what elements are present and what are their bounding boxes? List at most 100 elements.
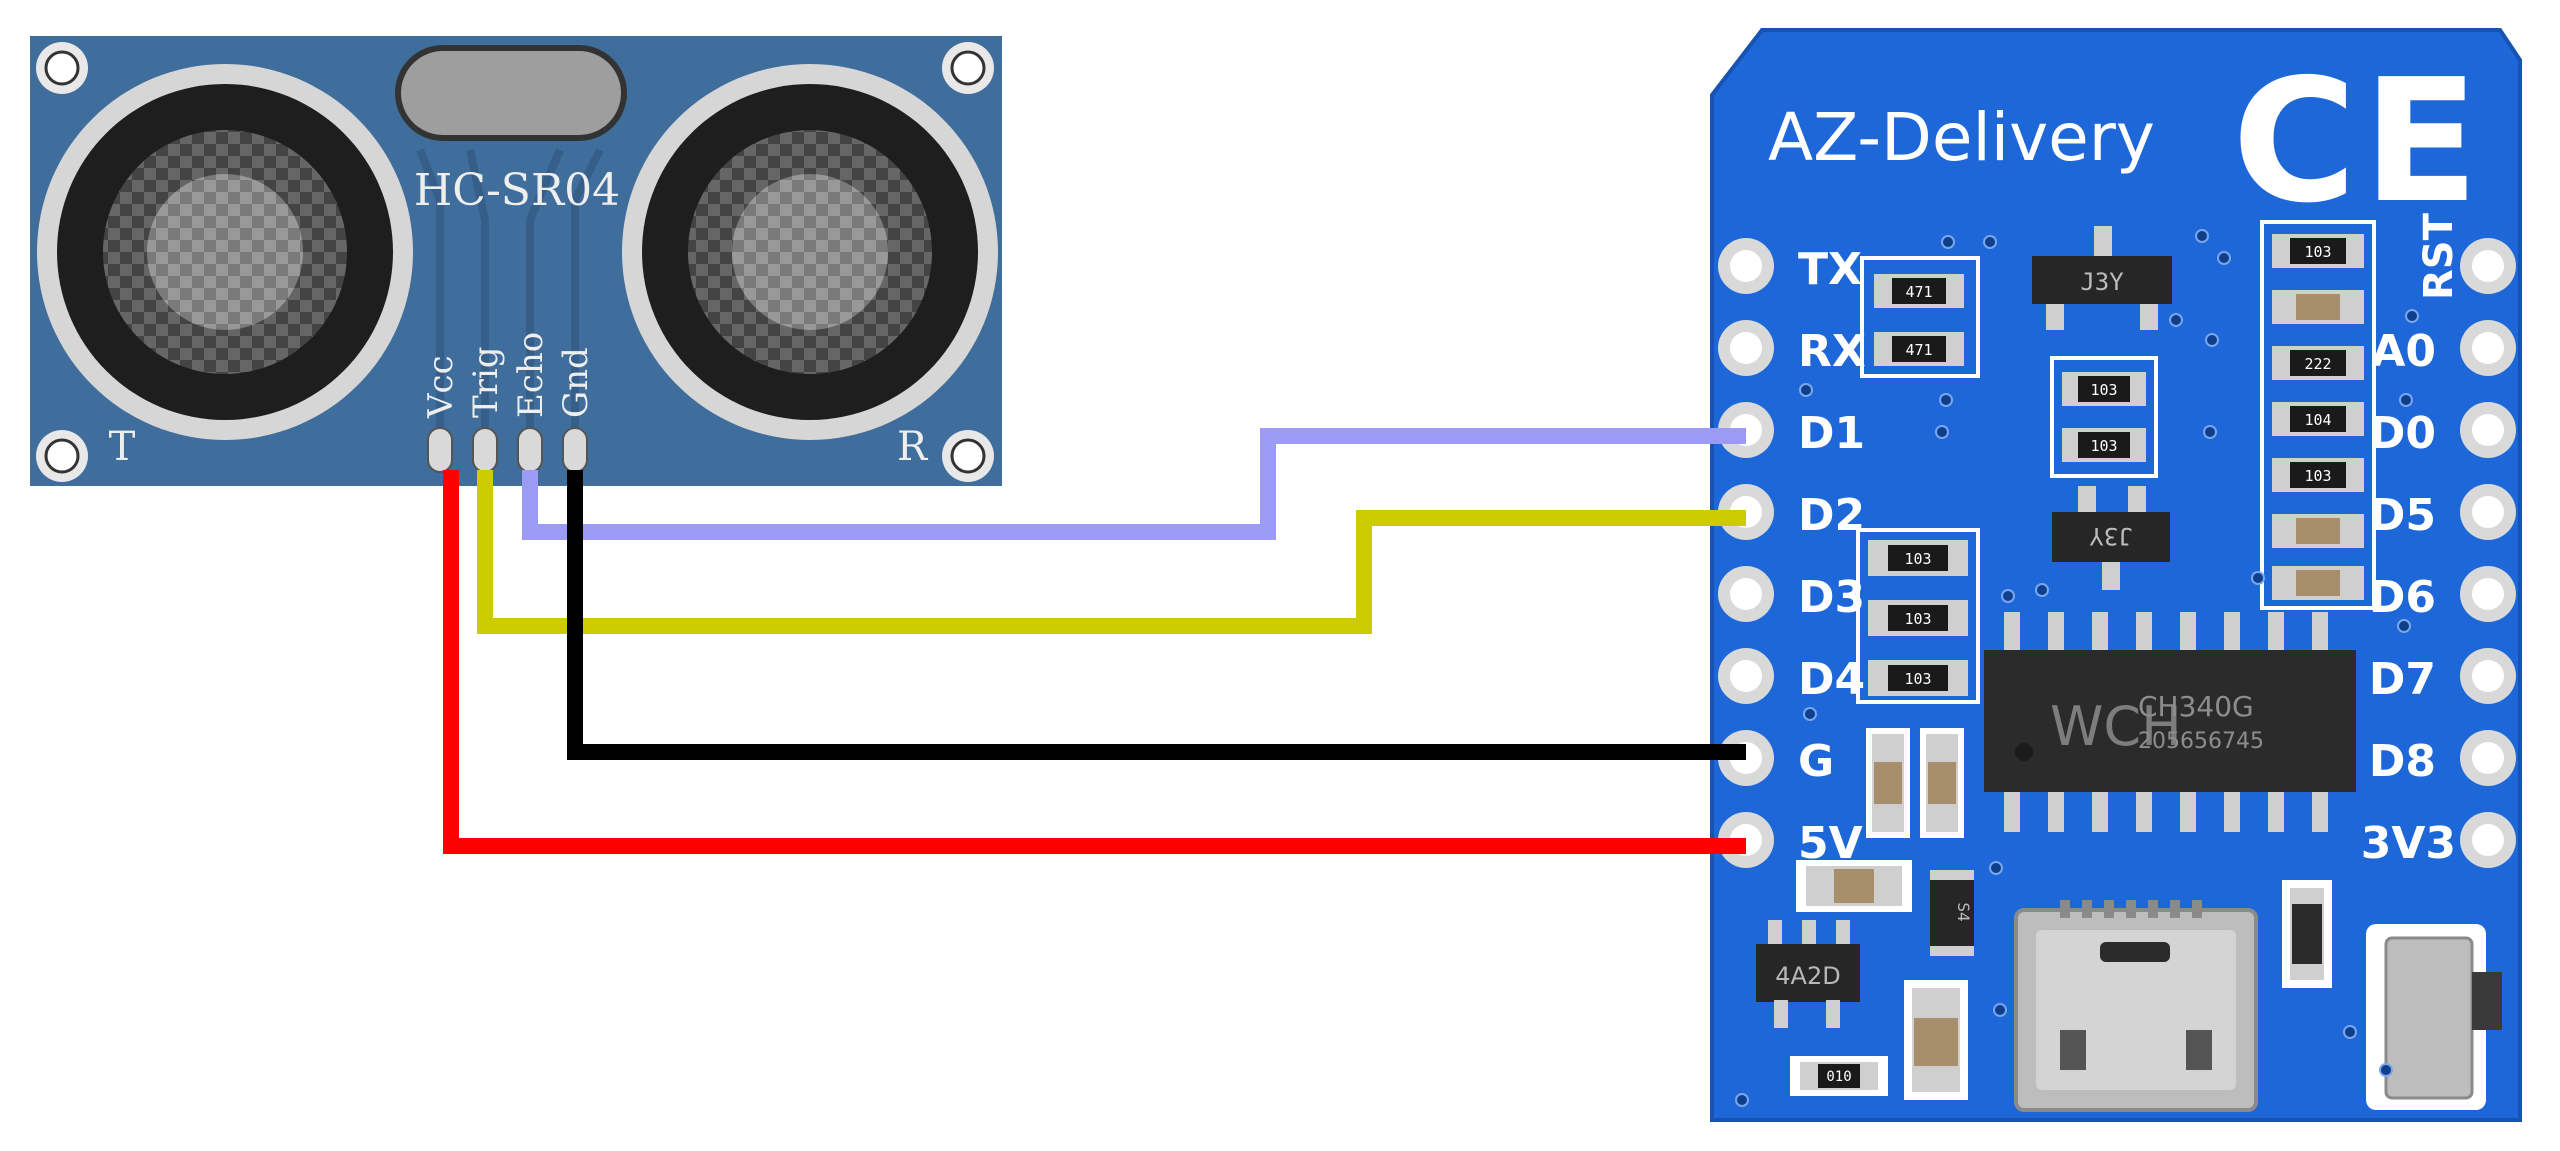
resistor: 471 bbox=[1874, 274, 1964, 308]
sensor-pin-echo[interactable] bbox=[517, 427, 543, 473]
micro-usb-port[interactable] bbox=[2014, 900, 2258, 1112]
resistor-frame bbox=[1856, 528, 1980, 704]
resistor: 103 bbox=[2272, 234, 2364, 268]
wire-echo-to-d1 bbox=[522, 428, 1746, 540]
pin-label-d5: D5 bbox=[2369, 490, 2436, 541]
resistor: 103 bbox=[2062, 428, 2146, 462]
pin-label-d8: D8 bbox=[2369, 736, 2436, 787]
ce-mark: CE bbox=[2232, 43, 2485, 241]
svg-text:103: 103 bbox=[1904, 550, 1931, 568]
capacitor bbox=[1920, 728, 1964, 838]
transmitter-label: T bbox=[109, 424, 136, 470]
voltage-regulator: 4A2D bbox=[1756, 920, 1860, 1028]
svg-text:471: 471 bbox=[1905, 341, 1932, 359]
transmitter-transducer bbox=[37, 64, 413, 440]
ch340g-chip: WCH CH340G 205656745 bbox=[1984, 612, 2356, 832]
resistor: 103 bbox=[1868, 600, 1968, 636]
pin-label-d0: D0 bbox=[2369, 408, 2436, 459]
chip-model: CH340G bbox=[2138, 690, 2254, 723]
crystal-oscillator bbox=[395, 45, 627, 141]
pin-label-3v3: 3V3 bbox=[2361, 818, 2456, 869]
sensor-pin-trig[interactable] bbox=[472, 427, 498, 473]
pin-label-tx: TX bbox=[1798, 244, 1862, 295]
svg-text:103: 103 bbox=[2304, 243, 2331, 261]
svg-text:104: 104 bbox=[2304, 411, 2331, 429]
svg-text:103: 103 bbox=[1904, 610, 1931, 628]
svg-text:222: 222 bbox=[2304, 355, 2331, 373]
right-pin-pad[interactable] bbox=[2460, 484, 2516, 540]
board-brand: AZ-Delivery bbox=[1768, 99, 2155, 176]
reset-button[interactable] bbox=[2366, 924, 2502, 1110]
left-pin-pad[interactable] bbox=[1718, 566, 1774, 622]
wire-gnd-to-g bbox=[567, 470, 1746, 760]
via bbox=[1735, 229, 2419, 1107]
left-pin-pad[interactable] bbox=[1718, 238, 1774, 294]
svg-text:103: 103 bbox=[2090, 437, 2117, 455]
sensor-pin-label-trig: Trig bbox=[466, 346, 506, 418]
pin-label-d6: D6 bbox=[2369, 572, 2436, 623]
resistor: 222 bbox=[2272, 346, 2364, 380]
svg-text:4A2D: 4A2D bbox=[1775, 962, 1840, 990]
resistor: 103 bbox=[2062, 372, 2146, 406]
pin-label-a0: A0 bbox=[2371, 326, 2436, 377]
pin-label-d4: D4 bbox=[1798, 654, 1865, 705]
left-pin-pad[interactable] bbox=[1718, 648, 1774, 704]
transistor-top: J3Y bbox=[2032, 226, 2172, 330]
pin-label-d2: D2 bbox=[1798, 490, 1865, 541]
resistor: 103 bbox=[1868, 660, 1968, 696]
hc-sr04-sensor: HC-SR04 T R Vcc Trig Echo Gnd bbox=[30, 36, 1002, 486]
right-pin-pad[interactable] bbox=[2460, 238, 2516, 294]
receiver-label: R bbox=[897, 424, 929, 470]
pin-label-g: G bbox=[1798, 736, 1834, 787]
capacitor bbox=[1866, 728, 1910, 838]
pin-label-rx: RX bbox=[1798, 326, 1866, 377]
mounting-hole bbox=[942, 430, 994, 482]
pin-label-rst: RST bbox=[2416, 212, 2462, 300]
resistor-frame bbox=[2050, 356, 2158, 478]
sensor-pin-vcc[interactable] bbox=[427, 427, 453, 473]
svg-text:J3Y: J3Y bbox=[2080, 268, 2124, 296]
wire-trig-to-d2 bbox=[477, 470, 1746, 634]
right-pin-pad[interactable] bbox=[2460, 730, 2516, 786]
resistor: 471 bbox=[1874, 332, 1964, 366]
pin-label-d7: D7 bbox=[2369, 654, 2436, 705]
mounting-hole bbox=[942, 42, 994, 94]
right-pin-pad[interactable] bbox=[2460, 648, 2516, 704]
resistor bbox=[2282, 880, 2332, 988]
mounting-hole bbox=[36, 430, 88, 482]
capacitor bbox=[1904, 980, 1968, 1100]
resistor-frame bbox=[2260, 220, 2376, 610]
right-pin-pad[interactable] bbox=[2460, 812, 2516, 868]
svg-text:103: 103 bbox=[1904, 670, 1931, 688]
chip-brand: WCH bbox=[2050, 695, 2182, 758]
resistor-frame bbox=[1860, 256, 1980, 378]
mounting-hole bbox=[36, 42, 88, 94]
sensor-trace bbox=[416, 148, 604, 436]
sensor-pin-label-gnd: Gnd bbox=[556, 347, 596, 418]
capacitor bbox=[2272, 290, 2364, 324]
svg-text:103: 103 bbox=[2090, 381, 2117, 399]
svg-text:S4: S4 bbox=[1954, 902, 1973, 921]
resistor: 010 bbox=[1790, 1056, 1888, 1096]
capacitor bbox=[2272, 514, 2364, 548]
svg-text:471: 471 bbox=[1905, 283, 1932, 301]
chip-serial: 205656745 bbox=[2138, 729, 2264, 754]
pin-label-d1: D1 bbox=[1798, 408, 1865, 459]
svg-text:103: 103 bbox=[2304, 467, 2331, 485]
sensor-pin-gnd[interactable] bbox=[562, 427, 588, 473]
sensor-model-label: HC-SR04 bbox=[414, 165, 620, 216]
d1-mini-board: AZ-Delivery CE TX RX D1 D2 D3 D4 G 5V RS… bbox=[1710, 28, 2522, 1122]
resistor: 103 bbox=[1868, 540, 1968, 576]
wire-vcc-to-5v bbox=[443, 470, 1746, 854]
receiver-transducer bbox=[622, 64, 998, 440]
wires bbox=[443, 428, 1746, 854]
right-pin-pad[interactable] bbox=[2460, 320, 2516, 376]
resistor: 103 bbox=[2272, 458, 2364, 492]
right-pin-pad[interactable] bbox=[2460, 566, 2516, 622]
left-pin-pad[interactable] bbox=[1718, 320, 1774, 376]
capacitor bbox=[2272, 566, 2364, 600]
transistor-bottom: J3Y bbox=[2052, 486, 2170, 590]
right-pin-pad[interactable] bbox=[2460, 402, 2516, 458]
sensor-pin-label-vcc: Vcc bbox=[421, 355, 461, 419]
